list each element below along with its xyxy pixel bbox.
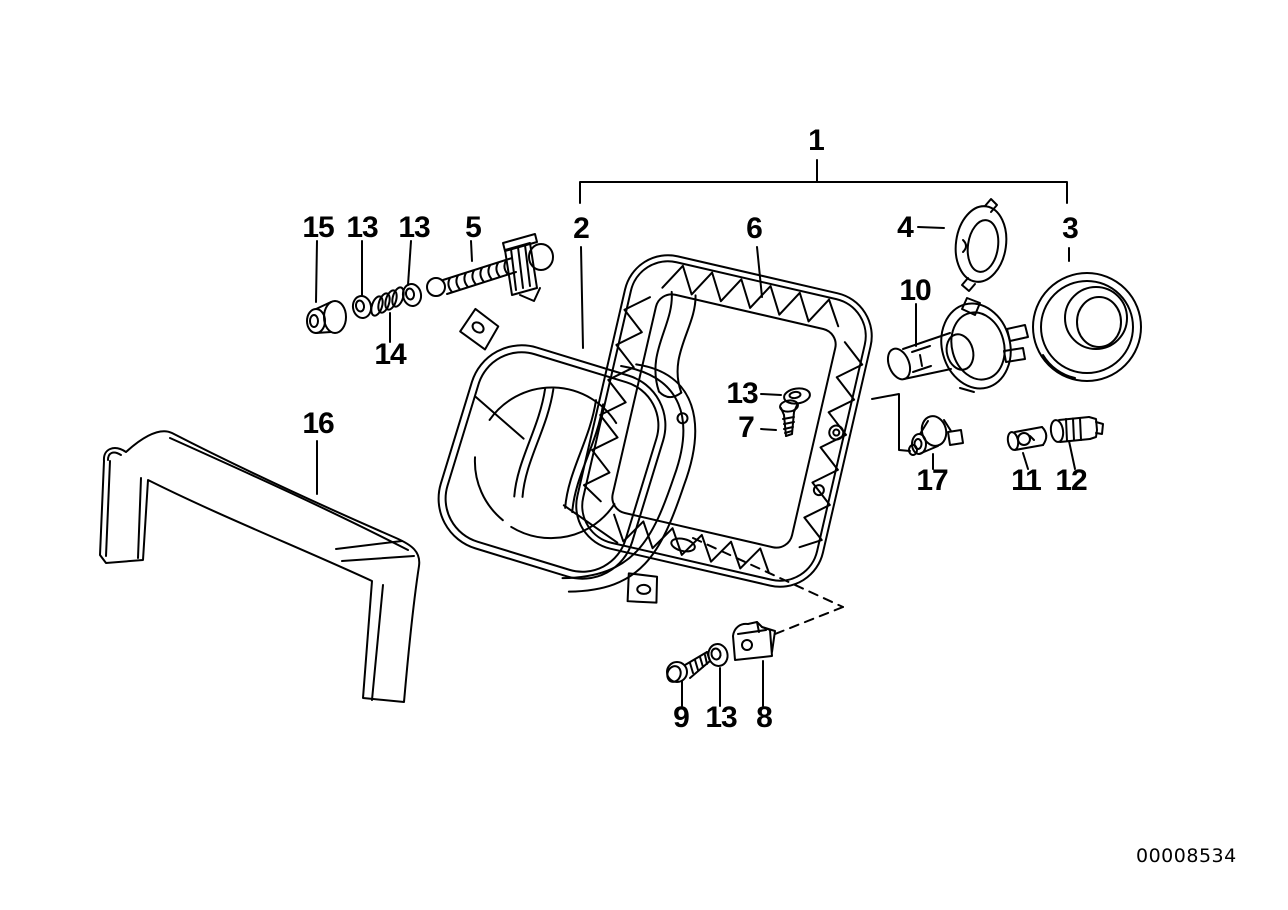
callout-part-12[interactable]: 12 bbox=[1055, 464, 1087, 497]
callout-part-3[interactable]: 3 bbox=[1062, 212, 1079, 245]
part-13-washer-b bbox=[401, 283, 423, 307]
part-2-light-unit bbox=[437, 307, 697, 604]
part-7-screw bbox=[779, 399, 799, 437]
part-5-adjusting-screw bbox=[426, 233, 554, 302]
callout-part-13-bottom[interactable]: 13 bbox=[705, 701, 737, 734]
part-9-screw bbox=[666, 651, 711, 683]
part-12-bulb-socket bbox=[1049, 416, 1104, 443]
part-16-cover bbox=[99, 430, 421, 703]
callout-part-10[interactable]: 10 bbox=[899, 274, 931, 307]
part-13-washer-bottom bbox=[707, 643, 729, 667]
part-17-bulb-holder bbox=[908, 415, 964, 456]
part-8-clamp bbox=[732, 621, 776, 661]
callout-part-2[interactable]: 2 bbox=[573, 212, 590, 245]
callout-part-17[interactable]: 17 bbox=[916, 464, 948, 497]
callout-part-16[interactable]: 16 bbox=[302, 407, 334, 440]
callout-part-13-frame[interactable]: 13 bbox=[726, 377, 758, 410]
part-13-washer-a bbox=[351, 295, 373, 319]
part-15-grommet bbox=[306, 300, 347, 334]
document-number: 00008534 bbox=[1136, 845, 1237, 867]
callout-part-15[interactable]: 15 bbox=[302, 211, 334, 244]
callout-part-9[interactable]: 9 bbox=[673, 701, 690, 734]
part-3-cap bbox=[1032, 272, 1142, 382]
leader-lines bbox=[315, 226, 1076, 707]
part-11-bulb bbox=[1006, 426, 1048, 451]
part-14-spring bbox=[370, 286, 405, 317]
assembly-group-bracket bbox=[579, 159, 1068, 204]
callout-part-14[interactable]: 14 bbox=[374, 338, 406, 371]
callout-part-7[interactable]: 7 bbox=[738, 411, 755, 444]
callout-part-13-b[interactable]: 13 bbox=[398, 211, 430, 244]
part-10-bulb-h4 bbox=[886, 297, 1029, 393]
callout-part-4[interactable]: 4 bbox=[897, 211, 914, 244]
part-6-frame bbox=[575, 254, 873, 588]
part-4-retaining-ring bbox=[954, 198, 1008, 292]
callout-part-11[interactable]: 11 bbox=[1011, 464, 1042, 497]
callout-part-5[interactable]: 5 bbox=[465, 211, 482, 244]
callout-part-1[interactable]: 1 bbox=[808, 124, 825, 157]
callout-part-13-a[interactable]: 13 bbox=[346, 211, 378, 244]
callout-part-6[interactable]: 6 bbox=[746, 212, 763, 245]
callout-part-8[interactable]: 8 bbox=[756, 701, 773, 734]
